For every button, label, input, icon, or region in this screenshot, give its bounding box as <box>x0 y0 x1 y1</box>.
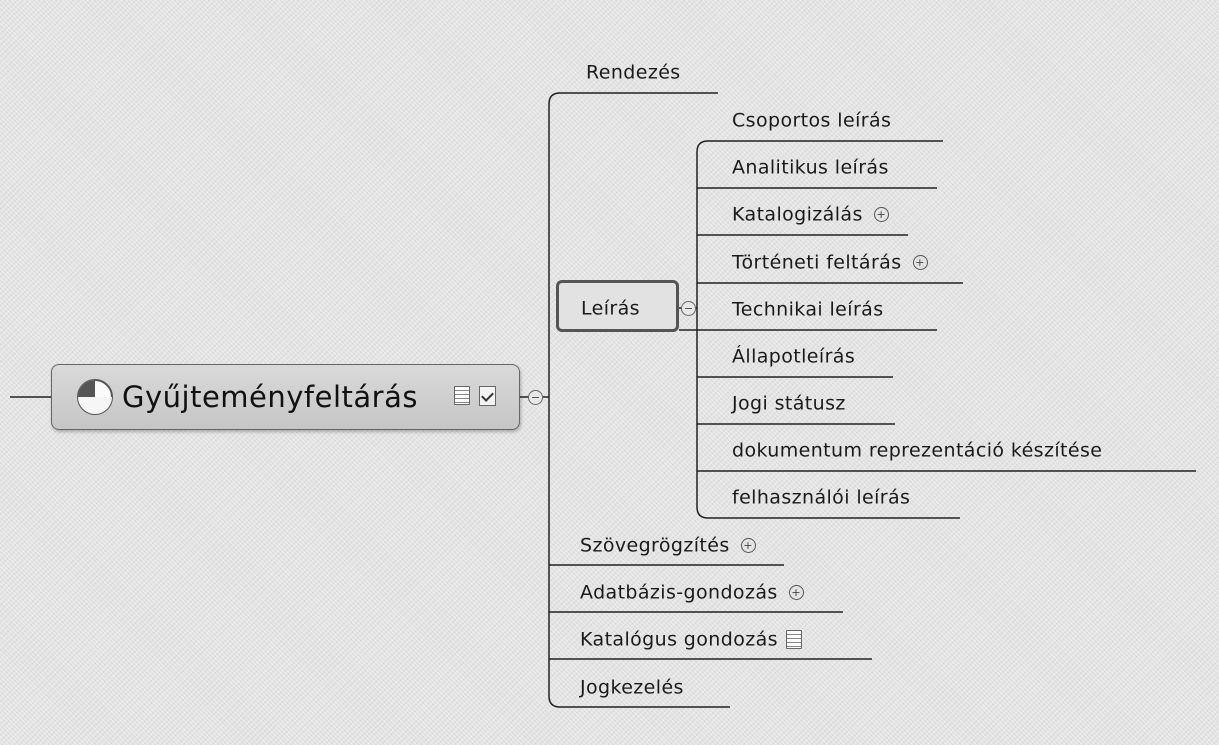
subtopic-label: Állapotleírás <box>732 345 856 368</box>
branch-label: Adatbázis-gondozás <box>580 581 778 604</box>
subtopic-label: Katalogizálás <box>732 203 863 226</box>
branch-label: Rendezés <box>586 61 681 84</box>
subtopic-label: felhasználói leírás <box>732 486 911 509</box>
expand-plus-icon[interactable]: + <box>788 585 804 600</box>
subtopic-label: Jogi státusz <box>732 392 846 415</box>
subtopic-felhasznaloi-leiras[interactable]: felhasználói leírás <box>732 485 910 510</box>
subtopic-label: Csoportos leírás <box>732 109 892 132</box>
progress-pie-icon <box>77 379 113 415</box>
branch-label: Leírás <box>581 297 640 320</box>
subtopic-dokumentum-reprezentacio[interactable]: dokumentum reprezentáció készítése <box>732 438 1102 463</box>
expand-plus-icon[interactable]: + <box>912 255 928 270</box>
branch-rendezes[interactable]: Rendezés <box>586 60 681 85</box>
selected-topic-leiras[interactable] <box>556 280 679 332</box>
subtopic-csoportos-leiras[interactable]: Csoportos leírás <box>732 108 891 133</box>
branch-label: Jogkezelés <box>580 676 684 699</box>
note-icon[interactable] <box>785 630 802 649</box>
subtopic-label: dokumentum reprezentáció készítése <box>732 439 1103 462</box>
branch-szovegrogzites[interactable]: Szövegrögzítés + <box>580 533 756 558</box>
subtopic-allapotleiras[interactable]: Állapotleírás <box>732 344 855 369</box>
task-icon[interactable] <box>479 385 497 406</box>
subtopic-torteneti-feltaras[interactable]: Történeti feltárás + <box>732 250 928 275</box>
subtopic-label: Történeti feltárás <box>732 251 902 274</box>
central-collapse-icon[interactable] <box>528 390 543 405</box>
note-icon[interactable] <box>454 386 470 405</box>
branch-label: Szövegrögzítés <box>580 534 730 557</box>
subtopic-label: Technikai leírás <box>732 298 884 321</box>
central-topic-title: Gyűjteményfeltárás <box>122 380 418 414</box>
subtopic-label: Analitikus leírás <box>732 156 889 179</box>
subtopic-katalogizalas[interactable]: Katalogizálás + <box>732 202 889 227</box>
subtopic-technikai-leiras[interactable]: Technikai leírás <box>732 297 884 322</box>
central-topic[interactable]: Gyűjteményfeltárás <box>51 364 520 430</box>
subtopic-analitikus-leiras[interactable]: Analitikus leírás <box>732 155 889 180</box>
branch-leiras[interactable]: Leírás <box>581 296 640 321</box>
expand-plus-icon[interactable]: + <box>740 538 756 553</box>
leiras-collapse-icon[interactable] <box>681 301 696 316</box>
expand-plus-icon[interactable]: + <box>873 207 889 222</box>
branch-jogkezeles[interactable]: Jogkezelés <box>580 675 684 700</box>
branch-katalogus-gondozas[interactable]: Katalógus gondozás <box>580 627 802 652</box>
branch-adatbazis-gondozas[interactable]: Adatbázis-gondozás + <box>580 580 804 605</box>
subtopic-jogi-statusz[interactable]: Jogi státusz <box>732 391 846 416</box>
branch-label: Katalógus gondozás <box>580 628 778 651</box>
